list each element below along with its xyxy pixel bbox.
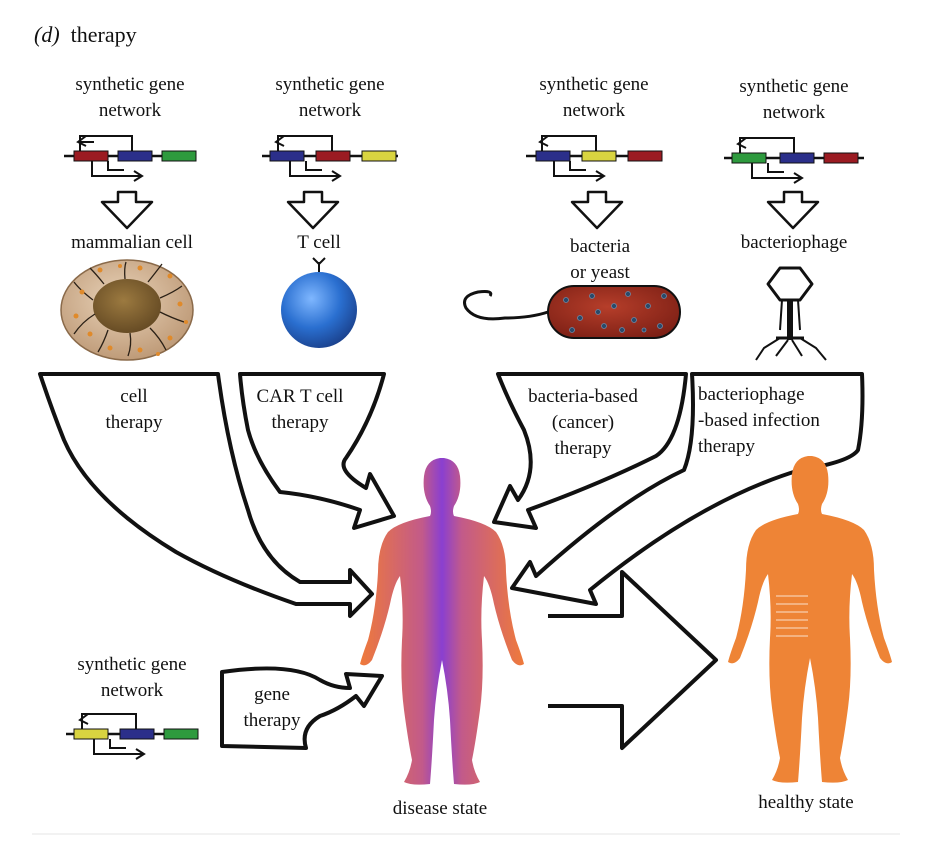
gene-therapy-label: gene therapy (232, 682, 312, 734)
cell-therapy-arrow (38, 372, 374, 618)
network-label-3: synthetic gene network (514, 72, 674, 124)
down-arrow-2 (286, 190, 340, 230)
network-label-2-line1: synthetic gene (275, 74, 385, 95)
network-label-2-line2: network (298, 100, 362, 121)
phage-therapy-label-line3: therapy (698, 436, 755, 457)
network-label-4: synthetic gene network (714, 74, 874, 126)
gene-network-1 (64, 135, 197, 182)
network-label-1-line2: network (98, 100, 162, 121)
healthy-state-label: healthy state (758, 792, 854, 813)
network-label-3-line2: network (562, 100, 626, 121)
car-t-therapy-arrow (238, 372, 396, 530)
t-cell-illustration (281, 257, 357, 348)
bacteriophage-illustration (755, 266, 827, 361)
gene-network-3 (526, 135, 663, 182)
network-label-5: synthetic gene network (52, 652, 212, 704)
phage-therapy-label-line2: -based infection (698, 410, 820, 431)
bacteriophage-label: bacteriophage (740, 232, 848, 253)
network-label-3-line1: synthetic gene (539, 74, 649, 95)
bacteria-label-line2: or yeast (570, 262, 630, 283)
network-label-2: synthetic gene network (250, 72, 410, 124)
down-arrow-4 (766, 190, 820, 230)
phage-therapy-arrow (510, 372, 865, 606)
cell-therapy-label-line1: cell (120, 386, 148, 407)
mammalian-cell-label: mammalian cell (71, 232, 193, 253)
cell-therapy-label-line2: therapy (105, 412, 163, 433)
mammalian-cell-illustration (60, 259, 194, 361)
bacterium-illustration (463, 285, 681, 339)
panel-heading: (d) therapy (34, 22, 137, 48)
network-label-4-line2: network (762, 102, 826, 123)
healthy-state-body (728, 456, 892, 783)
bacteria-therapy-label-line3: therapy (554, 438, 612, 459)
gene-therapy-label-line2: therapy (243, 710, 301, 731)
phage-therapy-label-line1: bacteriophage (698, 384, 805, 405)
car-t-therapy-label-line1: CAR T cell (256, 386, 344, 407)
bacteria-therapy-arrow (492, 372, 688, 530)
network-label-5-line2: network (100, 680, 164, 701)
down-arrow-1 (100, 190, 154, 230)
gene-network-2 (262, 135, 398, 182)
panel-letter: (d) (34, 22, 60, 47)
network-label-1-line1: synthetic gene (75, 74, 185, 95)
bacteria-therapy-label: bacteria-based (cancer) therapy (508, 384, 658, 462)
bacteria-therapy-label-line1: bacteria-based (528, 386, 638, 407)
bacteria-label-line1: bacteria (569, 236, 631, 257)
gene-therapy-label-line1: gene (254, 684, 290, 705)
gene-therapy-arrow (220, 666, 384, 750)
t-cell-label: T cell (297, 232, 341, 253)
disease-state-label: disease state (392, 798, 488, 819)
gene-network-5 (66, 713, 199, 760)
gene-network-4 (724, 137, 864, 184)
bacteria-therapy-label-line2: (cancer) (551, 412, 615, 433)
network-label-1: synthetic gene network (50, 72, 210, 124)
phage-therapy-label: bacteriophage -based infection therapy (698, 382, 858, 460)
bacteria-label: bacteria or yeast (540, 234, 660, 286)
down-arrow-3 (570, 190, 624, 230)
network-label-4-line1: synthetic gene (739, 76, 849, 97)
cell-therapy-label: cell therapy (94, 384, 174, 436)
car-t-therapy-label-line2: therapy (271, 412, 329, 433)
transition-arrow (548, 570, 718, 750)
car-t-therapy-label: CAR T cell therapy (240, 384, 360, 436)
disease-state-body (360, 458, 524, 785)
network-label-5-line1: synthetic gene (77, 654, 187, 675)
panel-title: therapy (70, 22, 137, 47)
